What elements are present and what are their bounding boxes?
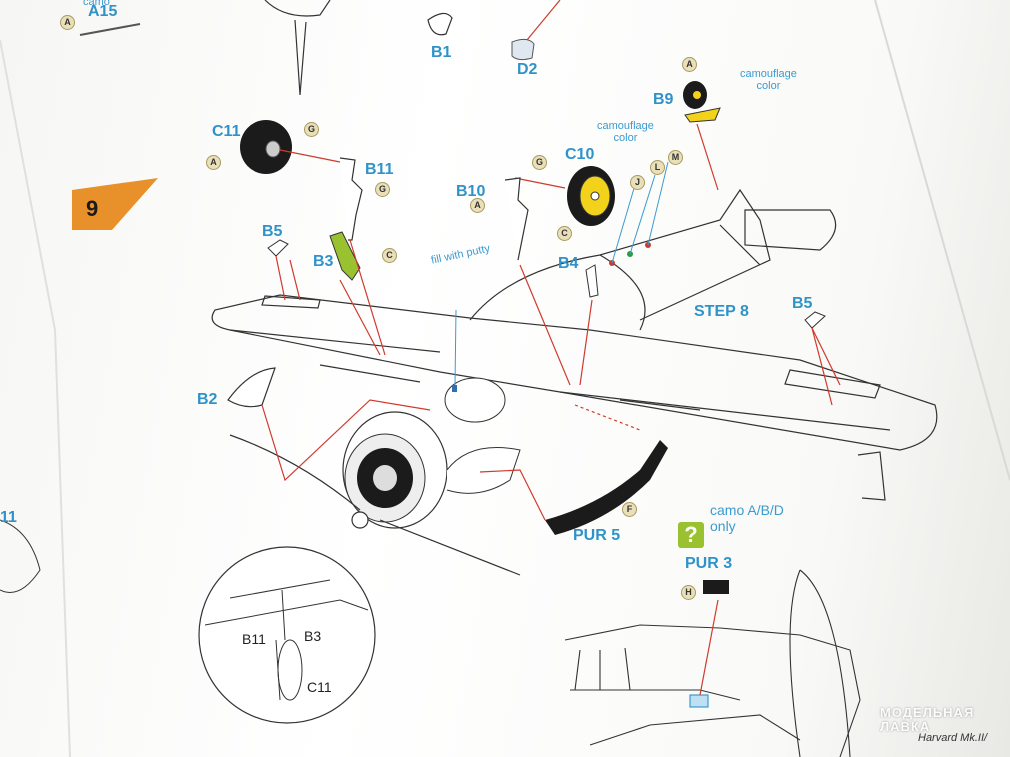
paint-code-badge: L — [650, 160, 665, 175]
label-a15: A15 — [88, 3, 118, 20]
paint-code-badge: A — [470, 198, 485, 213]
label-c11: C11 — [212, 123, 241, 140]
engine-cowling — [342, 377, 521, 529]
detail-inset — [198, 546, 376, 724]
paint-code-badge: A — [206, 155, 221, 170]
next-step-fuselage — [564, 569, 861, 757]
aircraft-wing — [211, 294, 938, 501]
label-step8: STEP 8 — [694, 303, 749, 320]
label-pur5: PUR 5 — [573, 527, 621, 544]
label-d2: D2 — [517, 61, 538, 78]
paint-code-badge: G — [375, 182, 390, 197]
decal-pur3 — [703, 580, 729, 594]
question-icon: ? — [678, 522, 704, 548]
note-camo-only: camo A/B/D only — [710, 502, 784, 535]
watermark: МОДЕЛЬНАЯ ЛАВКА — [880, 706, 974, 733]
label-a15-note: camo — [83, 0, 110, 8]
inset-label-c11: C11 — [307, 679, 332, 695]
label-pur3: PUR 3 — [685, 555, 733, 572]
note-camouflage-b9: camouflage color — [740, 68, 797, 93]
note-camouflage-c10: camouflage color — [597, 120, 654, 145]
label-c10: C10 — [565, 146, 595, 163]
label-left-edge: 11 — [0, 509, 17, 526]
part-b2 — [227, 367, 276, 408]
step-flag — [72, 178, 158, 230]
label-b1: B1 — [431, 44, 452, 61]
paint-code-badge: A — [682, 57, 697, 72]
top-propeller — [264, 0, 331, 96]
tailwheel-b9 — [683, 81, 721, 123]
part-b5-right — [804, 311, 826, 329]
strut-b11 — [339, 157, 363, 241]
inset-label-b11: B11 — [242, 631, 266, 647]
paint-code-badge: H — [681, 585, 696, 600]
fairing-b3 — [329, 231, 361, 281]
part-b4 — [585, 264, 599, 298]
exhaust-pur5 — [545, 440, 668, 535]
paint-code-badge: G — [304, 122, 319, 137]
watermark-line1: МОДЕЛЬНАЯ — [880, 705, 975, 720]
label-b10: B10 — [456, 183, 486, 200]
label-b4: B4 — [558, 255, 579, 272]
wheel-c10 — [567, 166, 615, 226]
guide-arrows — [261, 239, 841, 521]
paint-code-badge: C — [382, 248, 397, 263]
main-propeller — [229, 434, 521, 576]
paint-code-badge: G — [532, 155, 547, 170]
label-b3: B3 — [313, 253, 334, 270]
wheel-c11 — [240, 120, 292, 174]
watermark-line2: ЛАВКА — [880, 718, 931, 734]
paint-code-badge: J — [630, 175, 645, 190]
step-number: 9 — [86, 196, 99, 221]
footer-title: Harvard Mk.II/ — [918, 732, 988, 744]
label-b11: B11 — [365, 161, 394, 178]
paint-code-badge: F — [622, 502, 637, 517]
label-b5-left: B5 — [262, 223, 283, 240]
label-b9: B9 — [653, 91, 674, 108]
part-b1 — [427, 12, 453, 36]
paint-code-badge: A — [60, 15, 75, 30]
paint-code-badge: C — [557, 226, 572, 241]
part-d2 — [511, 38, 535, 61]
label-b5-right: B5 — [792, 295, 813, 312]
inset-label-b3: B3 — [304, 628, 322, 644]
paint-code-badge: M — [668, 150, 683, 165]
strut-b10 — [504, 177, 529, 261]
label-b2: B2 — [197, 391, 218, 408]
part-b5-left — [267, 239, 289, 257]
